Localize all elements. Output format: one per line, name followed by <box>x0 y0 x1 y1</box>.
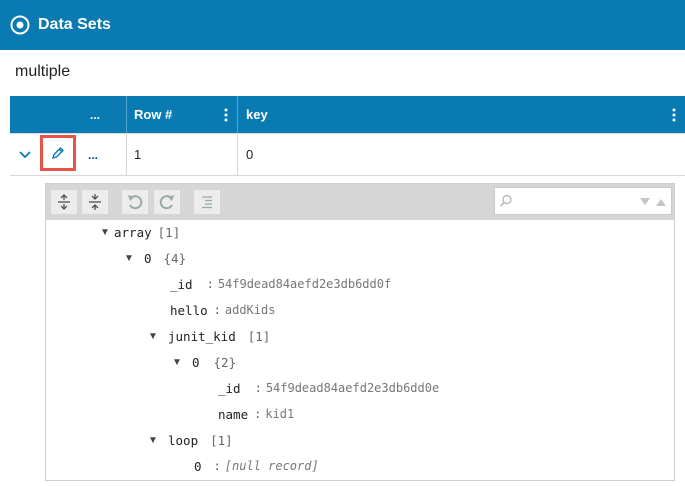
redo-button[interactable] <box>154 190 180 214</box>
tree-node[interactable]: _id : 54f9dead84aefd2e3db6dd0e <box>218 378 439 398</box>
collapse-all-button[interactable] <box>82 190 108 214</box>
expand-all-button[interactable] <box>51 190 77 214</box>
table-row[interactable]: ... 1 0 <box>10 133 685 176</box>
expand-toggle-icon: ▼ <box>100 226 110 238</box>
undo-icon <box>128 195 143 210</box>
pencil-icon <box>51 147 64 160</box>
column-menu-key-icon[interactable] <box>672 96 676 133</box>
format-icon <box>202 196 212 209</box>
node-key: 0 <box>192 354 200 370</box>
key-cell: 0 <box>246 147 254 162</box>
node-value[interactable]: [null record] <box>224 459 319 473</box>
tree-node[interactable]: name : kid1 <box>218 404 294 424</box>
tree-node[interactable]: ▼ loop [1] <box>148 430 233 450</box>
column-header-label: key <box>246 107 268 122</box>
radio-circle-icon[interactable] <box>10 15 30 35</box>
edit-row-button[interactable] <box>40 135 76 171</box>
expand-toggle-icon: ▼ <box>172 356 182 368</box>
expand-toggle-icon: ▼ <box>148 330 158 342</box>
collapse-all-icon <box>89 194 101 210</box>
tree-node[interactable]: ▼ 0 {4} <box>124 248 186 268</box>
node-meta: [1] <box>210 432 233 448</box>
row-menu-button[interactable]: ... <box>88 147 99 162</box>
panel-header: Data Sets <box>0 0 685 50</box>
undo-button[interactable] <box>122 190 148 214</box>
editor-toolbar <box>46 184 674 220</box>
row-num-cell: 1 <box>134 147 142 162</box>
tree-node[interactable]: 0 : [null record] <box>194 456 319 476</box>
node-value[interactable]: addKids <box>224 303 276 317</box>
search-next-icon <box>640 198 650 205</box>
node-key: junit_kid <box>168 328 236 344</box>
node-value[interactable]: kid1 <box>265 407 295 421</box>
column-header-row-num[interactable]: Row # <box>134 96 172 133</box>
node-key: hello <box>170 302 208 318</box>
search-icon <box>499 194 512 207</box>
node-key: array <box>114 224 152 240</box>
node-key: 0 <box>144 250 152 266</box>
expand-toggle-icon: ▼ <box>124 252 134 264</box>
grid-header-row: ... Row # key <box>10 96 685 133</box>
tree-node[interactable]: ▼ array [1] <box>100 222 180 242</box>
node-separator: : <box>254 381 262 395</box>
node-separator: : <box>206 277 214 291</box>
expand-toggle-icon: ▼ <box>148 434 158 446</box>
node-meta: {4} <box>163 250 187 266</box>
node-key: loop <box>168 432 199 448</box>
column-header-key[interactable]: key <box>246 96 268 133</box>
json-editor-panel: ▼ array [1] ▼ 0 {4} _id : 54f9dead84aefd… <box>45 183 675 481</box>
node-key: _id <box>218 380 241 396</box>
node-separator: : <box>213 459 221 473</box>
column-menu-icon[interactable]: ... <box>90 107 101 122</box>
data-grid: ... Row # key ... 1 <box>10 96 685 176</box>
node-separator: : <box>213 303 221 317</box>
column-header-label: Row # <box>134 107 173 122</box>
tree-node[interactable]: ▼ 0 {2} <box>172 352 236 372</box>
tree-node[interactable]: ▼ junit_kid [1] <box>148 326 270 346</box>
column-menu-row-num-icon[interactable] <box>224 96 228 133</box>
node-key: name <box>218 406 249 422</box>
node-meta: [1] <box>247 328 271 344</box>
node-meta: {2} <box>213 354 237 370</box>
node-value[interactable]: 54f9dead84aefd2e3db6dd0f <box>217 277 392 291</box>
format-button[interactable] <box>194 190 220 214</box>
node-key: 0 <box>194 458 202 474</box>
tree-node[interactable]: _id : 54f9dead84aefd2e3db6dd0f <box>170 274 391 294</box>
node-key: _id <box>170 276 193 292</box>
node-value[interactable]: 54f9dead84aefd2e3db6dd0e <box>265 381 440 395</box>
tree-search-input[interactable] <box>494 187 672 215</box>
panel-title: Data Sets <box>38 16 111 33</box>
chevron-down-icon[interactable] <box>18 134 32 175</box>
node-meta: [1] <box>157 224 181 240</box>
tree-node[interactable]: hello : addKids <box>170 300 275 320</box>
expand-all-icon <box>58 194 70 210</box>
node-separator: : <box>254 407 262 421</box>
redo-icon <box>159 195 174 210</box>
dataset-name: multiple <box>15 63 71 80</box>
search-previous-icon <box>656 199 666 206</box>
